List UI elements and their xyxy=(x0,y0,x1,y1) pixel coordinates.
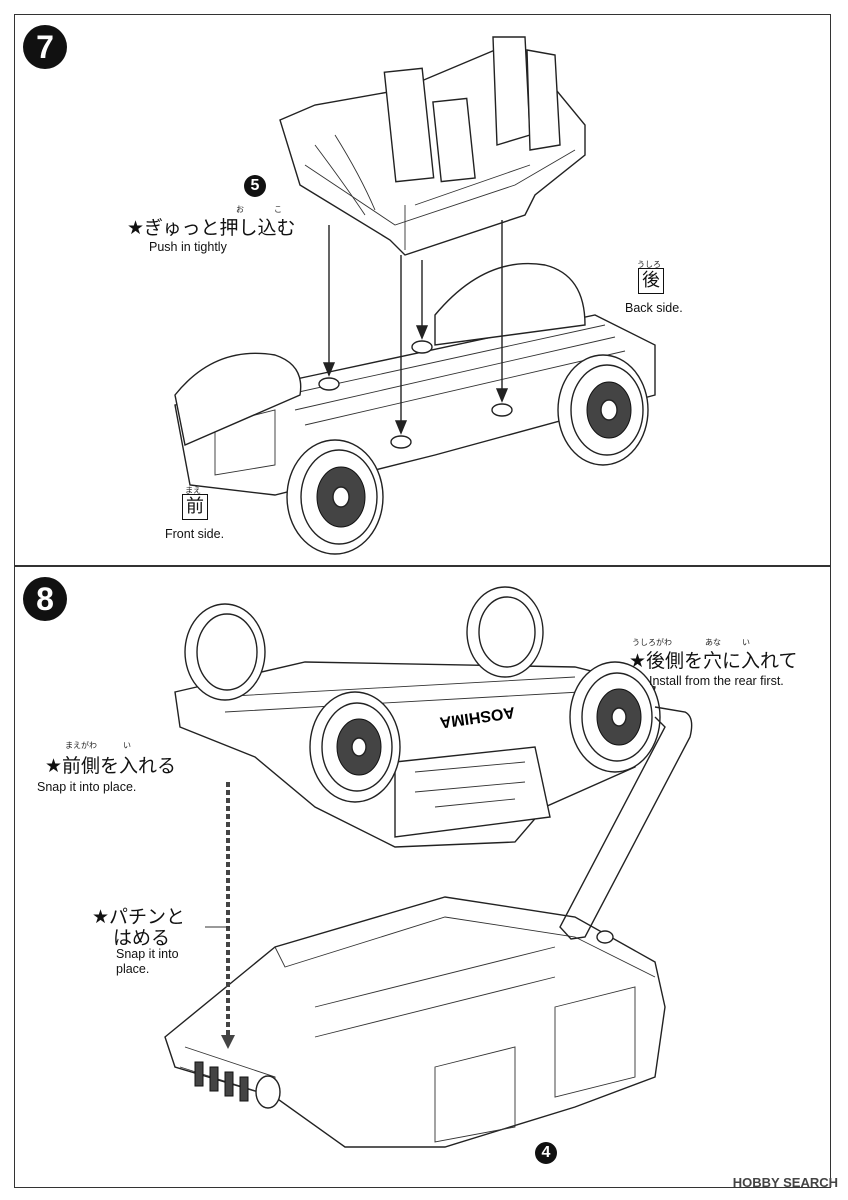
snap-en-line1: Snap it into xyxy=(116,947,179,961)
snap-en-line2: place. xyxy=(116,962,150,976)
step-number-badge: 8 xyxy=(23,577,67,621)
back-side-label: Back side. xyxy=(625,301,683,315)
snap-jp-line1: ★パチンと xyxy=(92,906,186,928)
ruby-text: お xyxy=(236,205,244,214)
push-arrows xyxy=(322,220,509,435)
front-in-jp: ★前側を入れる xyxy=(45,755,177,777)
wheel-rear-left xyxy=(466,586,544,678)
ruby-text: うしろ xyxy=(637,260,661,269)
front-kanji-box: 前 xyxy=(182,494,208,520)
front-side-label: Front side. xyxy=(165,527,225,541)
body-shell xyxy=(164,896,666,1148)
front-fender xyxy=(174,352,302,446)
front-wheel xyxy=(286,439,384,555)
part-number-badge: 5 xyxy=(244,175,266,197)
ruby-text: あな xyxy=(705,638,721,647)
rear-wheel xyxy=(557,354,649,466)
rear-insert-arrow xyxy=(559,706,693,940)
step-8-illustration: AOSHIMA xyxy=(164,586,693,1148)
rear-first-jp: ★後側を穴に入れて xyxy=(629,650,798,672)
inverted-chassis: AOSHIMA xyxy=(174,661,656,848)
ruby-text: い xyxy=(742,638,750,647)
wheel-rear-right xyxy=(569,661,661,773)
ruby-text: まえがわ xyxy=(65,741,97,750)
ruby-text: まえ xyxy=(185,486,201,495)
push-tightly-jp: ★ぎゅっと押し込む xyxy=(127,217,296,239)
push-tightly-en: Push in tightly xyxy=(149,240,227,254)
chassis-floor xyxy=(174,314,656,496)
interior-tub xyxy=(279,36,586,256)
rear-first-en: Install from the rear first. xyxy=(649,674,784,688)
front-in-en: Snap it into place. xyxy=(37,780,137,794)
snap-arrow xyxy=(221,782,235,1049)
snap-jp-line2: はめる xyxy=(113,927,171,949)
watermark: HOBBY SEARCH xyxy=(732,1175,838,1190)
rear-fender xyxy=(434,262,586,346)
step-8-panel: 8 AOSHIMA xyxy=(14,566,831,1188)
step-7-illustration xyxy=(174,36,656,555)
part-number-badge: 4 xyxy=(535,1142,557,1164)
step-number-badge: 7 xyxy=(23,25,67,69)
step-7-panel: 7 xyxy=(14,14,831,566)
wheel-front-right xyxy=(309,691,401,803)
ruby-text: こ xyxy=(274,205,282,214)
ruby-text: い xyxy=(123,741,131,750)
wheel-front-left xyxy=(184,603,266,701)
back-kanji-box: 後 xyxy=(638,268,664,294)
ruby-text: うしろがわ xyxy=(632,638,672,647)
